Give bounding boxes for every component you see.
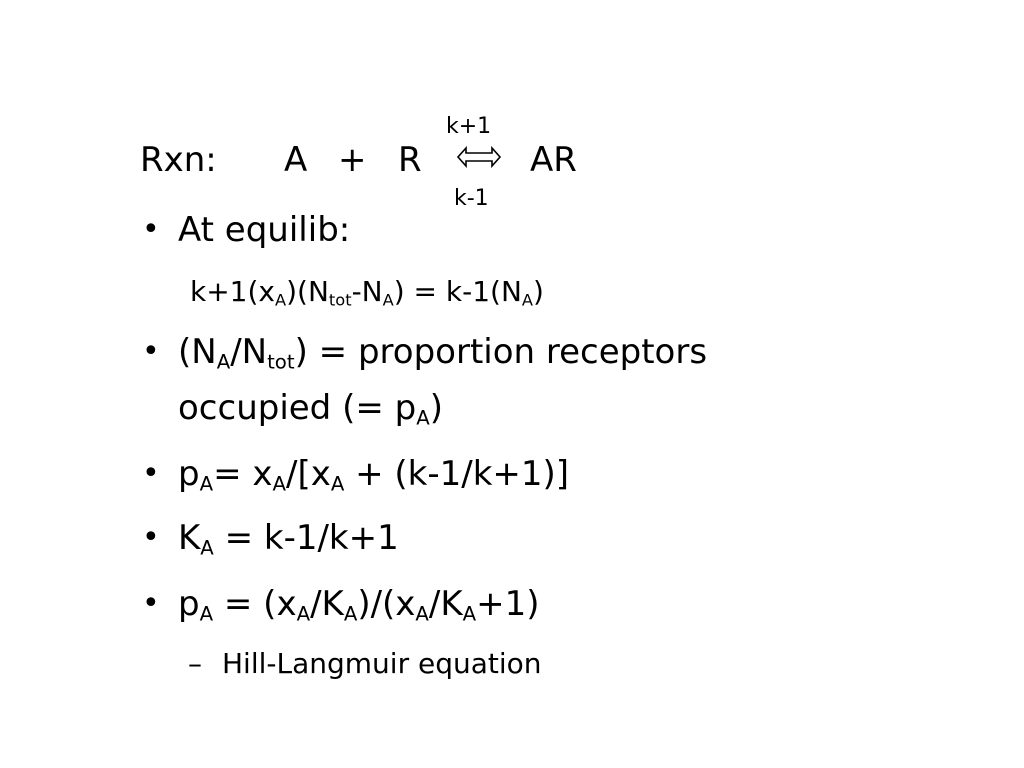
bullet-marker: • — [142, 456, 160, 491]
bullet-marker: • — [142, 334, 160, 369]
bullet-ka-formula: KA = k-1/k+1 — [178, 518, 399, 560]
bullet-pa-hill-formula: pA = (xA/KA)/(xA/KA+1) — [178, 584, 540, 626]
product-ar: AR — [530, 140, 577, 180]
bullet-marker: • — [142, 586, 160, 621]
reactant-r: R — [398, 140, 422, 180]
reactant-a: A — [284, 140, 308, 180]
bullet-at-equilib: At equilib: — [178, 210, 351, 250]
bullet-proportion-line1: (NA/Ntot) = proportion receptors — [178, 332, 708, 374]
forward-rate-label: k+1 — [446, 114, 492, 139]
bullet-proportion-line2: occupied (= pA) — [178, 388, 443, 430]
reverse-rate-label: k-1 — [454, 186, 489, 211]
bullet-pa-formula: pA= xA/[xA + (k-1/k+1)] — [178, 454, 570, 496]
bullet-marker: • — [142, 520, 160, 555]
equilibrium-equation: k+1(xA)(Ntot-NA) = k-1(NA) — [190, 275, 544, 310]
reaction-label: Rxn: — [140, 140, 217, 180]
sub-bullet-hill-langmuir: Hill-Langmuir equation — [222, 647, 542, 680]
bullet-marker: • — [142, 212, 160, 247]
plus-sign: + — [338, 140, 367, 180]
double-arrow-icon — [456, 146, 502, 168]
dash-marker: – — [188, 647, 202, 680]
